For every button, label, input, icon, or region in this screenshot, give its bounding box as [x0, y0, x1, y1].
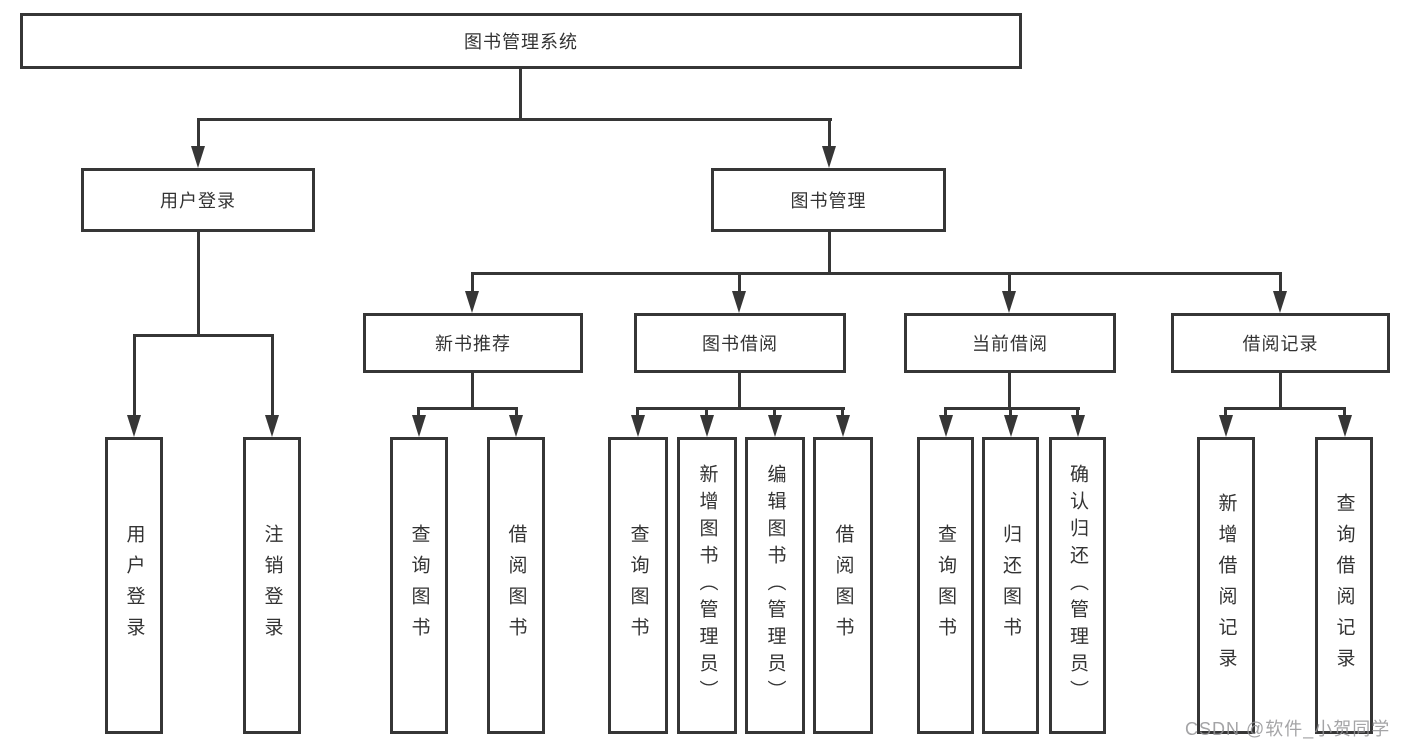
connector-borrow-records-rail — [1224, 407, 1346, 410]
leaf-nb-query-books: 查询图书 — [390, 437, 448, 734]
arrowhead-br-leaf2 — [1338, 415, 1352, 437]
connector-current-borrow-stem — [1008, 272, 1011, 294]
connector-cb-leaf1-stem — [944, 407, 947, 417]
leaf-cb-return-books-label: 归还图书 — [1000, 523, 1021, 648]
leaf-bb-add-books-admin: 新增图书（管理员） — [677, 437, 737, 734]
connector-nb-leaf2-stem — [515, 407, 518, 417]
connector-current-borrow-rail — [944, 407, 1080, 410]
arrowhead-current-borrow — [1002, 291, 1016, 313]
connector-bb-leaf2-stem — [705, 407, 708, 417]
connector-user-login-stem — [197, 118, 200, 150]
arrowhead-book-mgmt — [822, 146, 836, 168]
node-book-borrow: 图书借阅 — [634, 313, 846, 373]
leaf-br-query-record: 查询借阅记录 — [1315, 437, 1373, 734]
connector-bb-leaf1-stem — [636, 407, 639, 417]
connector-new-books-rail — [417, 407, 518, 410]
leaf-user-login: 用户登录 — [105, 437, 163, 734]
arrowhead-ul-leaf2 — [265, 415, 279, 437]
leaf-br-add-record-label: 新增借阅记录 — [1215, 492, 1237, 679]
connector-borrow-records-stem — [1279, 272, 1282, 294]
connector-current-borrow-down — [1008, 373, 1011, 410]
arrowhead-cb-leaf3 — [1071, 415, 1085, 437]
connector-book-borrow-down — [738, 373, 741, 410]
node-new-books-label: 新书推荐 — [435, 334, 511, 354]
leaf-nb-query-books-label: 查询图书 — [408, 523, 430, 648]
connector-book-borrow-stem — [738, 272, 741, 294]
arrowhead-borrow-records — [1273, 291, 1287, 313]
connector-book-borrow-rail — [636, 407, 845, 410]
leaf-nb-borrow-books: 借阅图书 — [487, 437, 545, 734]
connector-new-books-stem — [471, 272, 474, 294]
node-book-borrow-label: 图书借阅 — [702, 334, 778, 354]
leaf-user-login-label: 用户登录 — [123, 523, 145, 648]
leaf-bb-edit-books-admin: 编辑图书（管理员） — [745, 437, 805, 734]
node-root: 图书管理系统 — [20, 13, 1022, 69]
leaf-bb-query-books: 查询图书 — [608, 437, 668, 734]
node-book-mgmt: 图书管理 — [711, 168, 946, 232]
connector-user-login-down — [197, 232, 200, 336]
leaf-nb-borrow-books-label: 借阅图书 — [505, 523, 527, 648]
node-borrow-records-label: 借阅记录 — [1242, 334, 1319, 354]
connector-cb-leaf2-stem — [1009, 407, 1012, 417]
connector-level3-rail — [471, 272, 1282, 275]
leaf-logout: 注销登录 — [243, 437, 301, 734]
arrowhead-nb-leaf1 — [412, 415, 426, 437]
connector-br-leaf2-stem — [1343, 407, 1346, 417]
arrowhead-user-login — [191, 146, 205, 168]
connector-new-books-down — [471, 373, 474, 410]
node-user-login-label: 用户登录 — [160, 191, 236, 211]
connector-user-login-rail — [133, 334, 274, 337]
connector-bb-leaf4-stem — [841, 407, 844, 417]
leaf-bb-edit-books-admin-label: 编辑图书（管理员） — [764, 464, 786, 707]
connector-br-leaf1-stem — [1224, 407, 1227, 417]
connector-cb-leaf3-stem — [1076, 407, 1079, 417]
arrowhead-bb-leaf1 — [631, 415, 645, 437]
node-current-borrow: 当前借阅 — [904, 313, 1116, 373]
arrowhead-cb-leaf2 — [1004, 415, 1018, 437]
connector-nb-leaf1-stem — [417, 407, 420, 417]
node-current-borrow-label: 当前借阅 — [972, 334, 1048, 354]
leaf-bb-query-books-label: 查询图书 — [627, 523, 649, 648]
node-book-mgmt-label: 图书管理 — [790, 191, 867, 211]
arrowhead-nb-leaf2 — [509, 415, 523, 437]
leaf-cb-confirm-return-admin-label: 确认归还（管理员） — [1067, 464, 1088, 707]
arrowhead-bb-leaf3 — [768, 415, 782, 437]
arrowhead-book-borrow — [732, 291, 746, 313]
arrowhead-bb-leaf4 — [836, 415, 850, 437]
csdn-watermark: CSDN @软件_小贺同学 — [1185, 719, 1391, 739]
connector-ul-leaf2-stem — [271, 334, 274, 417]
arrowhead-br-leaf1 — [1219, 415, 1233, 437]
arrowhead-cb-leaf1 — [939, 415, 953, 437]
node-borrow-records: 借阅记录 — [1171, 313, 1390, 373]
leaf-br-query-record-label: 查询借阅记录 — [1333, 492, 1355, 679]
leaf-logout-label: 注销登录 — [261, 523, 283, 648]
arrowhead-ul-leaf1 — [127, 415, 141, 437]
connector-borrow-records-down — [1279, 373, 1282, 410]
arrowhead-new-books — [465, 291, 479, 313]
node-user-login: 用户登录 — [81, 168, 315, 232]
leaf-cb-confirm-return-admin: 确认归还（管理员） — [1049, 437, 1106, 734]
connector-ul-leaf1-stem — [133, 334, 136, 417]
connector-root-stem — [519, 69, 522, 120]
leaf-bb-borrow-books-label: 借阅图书 — [832, 523, 854, 648]
leaf-cb-query-books-label: 查询图书 — [935, 523, 956, 648]
connector-book-mgmt-stem — [828, 118, 831, 150]
node-new-books: 新书推荐 — [363, 313, 583, 373]
leaf-bb-add-books-admin-label: 新增图书（管理员） — [696, 464, 718, 707]
leaf-cb-return-books: 归还图书 — [982, 437, 1039, 734]
leaf-cb-query-books: 查询图书 — [917, 437, 974, 734]
node-root-label: 图书管理系统 — [464, 32, 578, 52]
leaf-bb-borrow-books: 借阅图书 — [813, 437, 873, 734]
connector-bb-leaf3-stem — [773, 407, 776, 417]
connector-book-mgmt-down — [828, 232, 831, 274]
arrowhead-bb-leaf2 — [700, 415, 714, 437]
connector-level2-rail — [197, 118, 832, 121]
leaf-br-add-record: 新增借阅记录 — [1197, 437, 1255, 734]
